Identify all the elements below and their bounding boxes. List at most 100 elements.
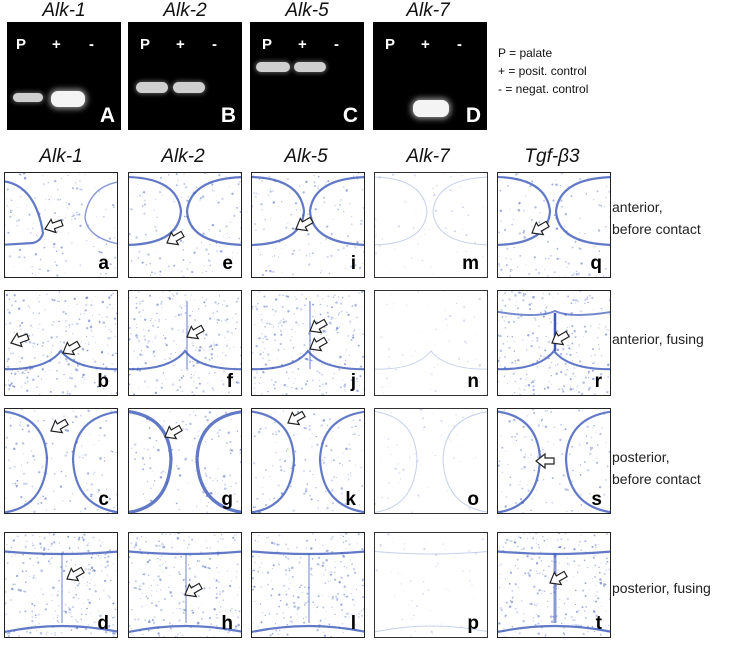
row-label-line: before contact bbox=[612, 471, 701, 487]
panel-letter: g bbox=[221, 489, 233, 510]
gel-band bbox=[13, 93, 43, 102]
gel-col-p: P bbox=[140, 36, 151, 53]
gel-band bbox=[413, 100, 449, 117]
gel-band bbox=[294, 62, 326, 72]
gel-col-neg: - bbox=[457, 36, 462, 53]
tissue-section bbox=[5, 291, 117, 395]
tissue-section bbox=[498, 533, 610, 637]
row-label-line: before contact bbox=[612, 221, 701, 237]
histology-panel: q bbox=[497, 172, 611, 278]
gel-col-neg: - bbox=[334, 36, 339, 53]
gel-col-pos: + bbox=[176, 36, 185, 53]
tissue-section bbox=[498, 173, 610, 277]
panel-letter: c bbox=[98, 489, 109, 510]
histology-panel: n bbox=[374, 290, 488, 396]
histology-panel: b bbox=[4, 290, 118, 396]
panel-letter: m bbox=[462, 253, 479, 274]
histology-panel: i bbox=[251, 172, 365, 278]
histology-panel: l bbox=[251, 532, 365, 638]
tissue-section bbox=[498, 409, 610, 513]
row-label-posterior-before: posterior, before contact bbox=[612, 446, 701, 490]
col-title-alk5: Alk-5 bbox=[284, 146, 328, 167]
histology-panel: e bbox=[128, 172, 242, 278]
tissue-section bbox=[375, 291, 487, 394]
panel-letter: o bbox=[467, 489, 479, 510]
gel-col-neg: - bbox=[89, 36, 94, 53]
histology-panel: r bbox=[497, 290, 611, 396]
gel-band bbox=[256, 62, 290, 72]
tissue-section bbox=[375, 409, 487, 513]
gel-band bbox=[173, 82, 205, 93]
panel-letter: k bbox=[345, 489, 356, 510]
tissue-section bbox=[129, 173, 241, 277]
gel-col-p: P bbox=[262, 36, 273, 53]
panel-letter: j bbox=[350, 371, 356, 392]
panel-letter: d bbox=[97, 613, 109, 634]
row-label-line: anterior, bbox=[612, 199, 663, 215]
histology-panel: f bbox=[128, 290, 242, 396]
panel-letter: q bbox=[590, 253, 602, 274]
panel-letter: s bbox=[591, 489, 602, 510]
panel-letter: b bbox=[97, 371, 109, 392]
gel-col-p: P bbox=[16, 36, 27, 53]
gel-panel-c: P + - C bbox=[250, 22, 364, 130]
tissue-section bbox=[252, 173, 364, 277]
row-label-line: posterior, bbox=[612, 449, 670, 465]
legend-item: + = posit. control bbox=[498, 64, 587, 78]
panel-letter: n bbox=[467, 371, 479, 392]
gel-col-pos: + bbox=[298, 36, 307, 53]
gel-panel-letter: B bbox=[220, 104, 236, 127]
col-title-alk1: Alk-1 bbox=[39, 146, 83, 167]
histology-panel: h bbox=[128, 532, 242, 638]
panel-letter: a bbox=[98, 253, 109, 274]
col-title-alk7: Alk-7 bbox=[406, 146, 450, 167]
tissue-section bbox=[375, 533, 487, 637]
tissue-section bbox=[129, 291, 241, 395]
panel-letter: r bbox=[594, 371, 602, 392]
tissue-section bbox=[375, 173, 487, 277]
gel-panel-b: P + - B bbox=[128, 22, 242, 130]
gel-title-alk2: Alk-2 bbox=[163, 0, 207, 21]
tissue-section bbox=[5, 173, 117, 277]
tissue-section bbox=[498, 291, 610, 395]
gel-col-pos: + bbox=[421, 36, 430, 53]
gel-title-alk7: Alk-7 bbox=[406, 0, 450, 21]
gel-title-alk1: Alk-1 bbox=[42, 0, 86, 21]
row-label-anterior-before: anterior, before contact bbox=[612, 196, 701, 240]
gel-panel-d: P + - D bbox=[373, 22, 487, 130]
gel-band bbox=[136, 82, 168, 93]
panel-letter: e bbox=[222, 253, 233, 274]
histology-panel: c bbox=[4, 408, 118, 514]
histology-panel: a bbox=[4, 172, 118, 278]
gel-band bbox=[51, 91, 85, 107]
col-title-tgfb3: Tgf-β3 bbox=[524, 146, 580, 167]
panel-letter: t bbox=[595, 613, 602, 634]
histology-panel: s bbox=[497, 408, 611, 514]
col-title-alk2: Alk-2 bbox=[161, 146, 205, 167]
gel-title-alk5: Alk-5 bbox=[285, 0, 329, 21]
row-label-line: anterior, fusing bbox=[612, 331, 704, 347]
row-label-posterior-fusing: posterior, fusing bbox=[612, 577, 711, 599]
panel-letter: f bbox=[226, 371, 233, 392]
histology-panel: p bbox=[374, 532, 488, 638]
tissue-section bbox=[5, 409, 117, 513]
gel-panel-letter: C bbox=[342, 104, 358, 127]
legend-item: P = palate bbox=[498, 46, 553, 60]
panel-letter: i bbox=[350, 253, 356, 274]
histology-panel: k bbox=[251, 408, 365, 514]
gel-panel-a: P + - A bbox=[7, 22, 121, 130]
histology-panel: m bbox=[374, 172, 488, 278]
histology-panel: o bbox=[374, 408, 488, 514]
row-label-line: posterior, fusing bbox=[612, 580, 711, 596]
gel-col-pos: + bbox=[52, 36, 61, 53]
tissue-section bbox=[129, 410, 241, 513]
panel-letter: h bbox=[221, 613, 233, 634]
histology-panel: j bbox=[251, 290, 365, 396]
gel-panel-letter: A bbox=[99, 104, 115, 127]
histology-panel: d bbox=[4, 532, 118, 638]
gel-legend: P = palate + = posit. control - = negat.… bbox=[498, 44, 588, 98]
tissue-section bbox=[129, 533, 241, 637]
panel-letter: l bbox=[350, 613, 356, 634]
gel-col-neg: - bbox=[212, 36, 217, 53]
legend-item: - = negat. control bbox=[498, 82, 589, 96]
